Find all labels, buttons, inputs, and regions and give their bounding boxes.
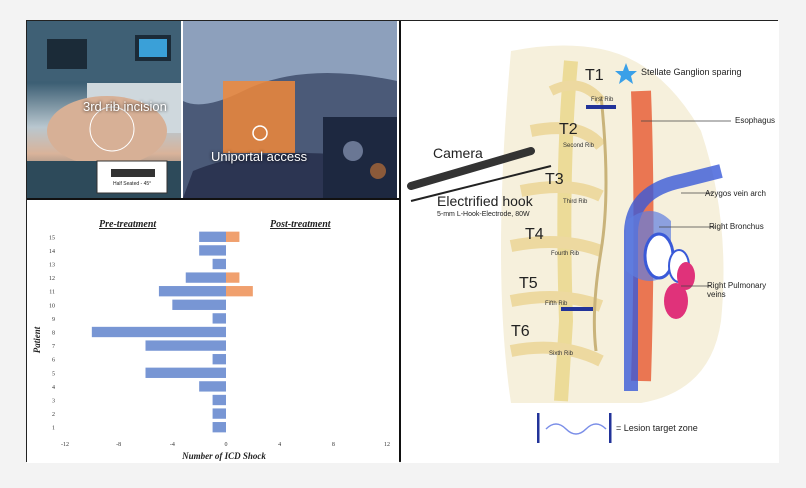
- bar: [226, 231, 240, 242]
- rib-second: Second Rib: [563, 143, 595, 149]
- esophagus-label: Esophagus: [735, 116, 776, 125]
- y-tick-label: 12: [49, 276, 55, 282]
- y-tick-label: 10: [49, 303, 55, 309]
- bar: [212, 422, 226, 433]
- y-tick-label: 4: [52, 385, 55, 391]
- y-axis-label: Patient: [32, 326, 42, 353]
- bar: [226, 286, 253, 297]
- azygos-label: Azygos vein arch: [705, 189, 766, 198]
- rib-first: First Rib: [591, 97, 614, 103]
- level-t4: T4: [525, 226, 544, 243]
- rib-fifth: Fifth Rib: [545, 301, 568, 307]
- bar: [212, 313, 226, 324]
- y-tick-label: 5: [52, 371, 55, 377]
- bronchus-label: Right Bronchus: [709, 222, 764, 231]
- uniportal-photo: Uniportal access: [183, 21, 397, 198]
- uniportal-illustration: [183, 21, 397, 198]
- y-tick-label: 3: [52, 399, 55, 405]
- vertical-divider: [399, 21, 401, 461]
- bar: [199, 231, 226, 242]
- y-tick-label: 9: [52, 317, 55, 323]
- bar: [145, 340, 226, 351]
- bar: [226, 272, 240, 283]
- x-tick-label: -4: [170, 442, 175, 448]
- x-tick-label: 4: [278, 442, 281, 448]
- x-tick-label: -8: [116, 442, 121, 448]
- y-tick-label: 6: [52, 358, 55, 364]
- pulmonary-label: Right Pulmonary veins: [707, 281, 767, 299]
- hook-sublabel: 5-mm L-Hook-Electrode, 80W: [437, 211, 530, 218]
- y-tick-label: 2: [52, 412, 55, 418]
- bar: [91, 326, 226, 338]
- rib-third: Third Rib: [563, 199, 588, 205]
- legend-label: = Lesion target zone: [616, 423, 698, 433]
- bar: [212, 354, 226, 365]
- figure: 3rd rib incision Half Seated - 45° Unipo…: [26, 20, 779, 463]
- level-t2: T2: [559, 121, 578, 138]
- level-t6: T6: [511, 323, 530, 340]
- stellate-label: Stellate Ganglion sparing: [641, 67, 742, 77]
- operating-room-illustration: [27, 21, 181, 198]
- y-tick-label: 14: [49, 249, 55, 255]
- hook-label: Electrified hook: [437, 193, 533, 209]
- bar: [158, 286, 226, 297]
- y-tick-label: 13: [49, 263, 55, 269]
- y-tick-label: 7: [52, 344, 55, 350]
- bar: [172, 299, 226, 310]
- y-tick-label: 15: [49, 235, 55, 241]
- bar: [212, 408, 226, 419]
- level-t5: T5: [519, 275, 538, 292]
- operating-room-photo: 3rd rib incision Half Seated - 45°: [27, 21, 181, 198]
- bar: [185, 272, 226, 283]
- legend-pre: Pre-treatment: [99, 219, 157, 230]
- x-tick-label: 8: [332, 442, 335, 448]
- x-axis-label: Number of ICD Shock: [181, 451, 266, 461]
- bar: [212, 394, 226, 406]
- y-tick-label: 8: [52, 331, 55, 337]
- rib-incision-caption: 3rd rib incision: [83, 99, 167, 114]
- level-t1: T1: [585, 67, 604, 84]
- bar-chart-svg: Pre-treatment Post-treatment Patient Num…: [32, 219, 390, 461]
- legend-post: Post-treatment: [270, 219, 332, 230]
- bar: [199, 381, 226, 392]
- anatomy-svg: [407, 45, 731, 443]
- y-tick-label: 1: [52, 426, 55, 432]
- level-t3: T3: [545, 171, 564, 188]
- anatomy-illustration: T1 T2 T3 T4 T5 T6 First Rib Second Rib T…: [401, 21, 779, 463]
- x-tick-label: 12: [384, 442, 390, 448]
- x-tick-label: -12: [61, 442, 69, 448]
- camera-label: Camera: [433, 145, 483, 161]
- photo-divider: [181, 21, 183, 198]
- bar: [199, 245, 226, 256]
- y-tick-label: 11: [49, 290, 55, 296]
- horizontal-divider: [27, 198, 399, 200]
- seated-sign: Half Seated - 45°: [113, 181, 152, 187]
- bar: [212, 258, 226, 270]
- uniportal-caption: Uniportal access: [211, 149, 308, 164]
- x-tick-label: 0: [225, 442, 228, 448]
- rib-sixth: Sixth Rib: [549, 351, 574, 357]
- bar: [145, 367, 226, 378]
- rib-fourth: Fourth Rib: [551, 251, 580, 257]
- icd-shock-chart: Pre-treatment Post-treatment Patient Num…: [27, 200, 399, 463]
